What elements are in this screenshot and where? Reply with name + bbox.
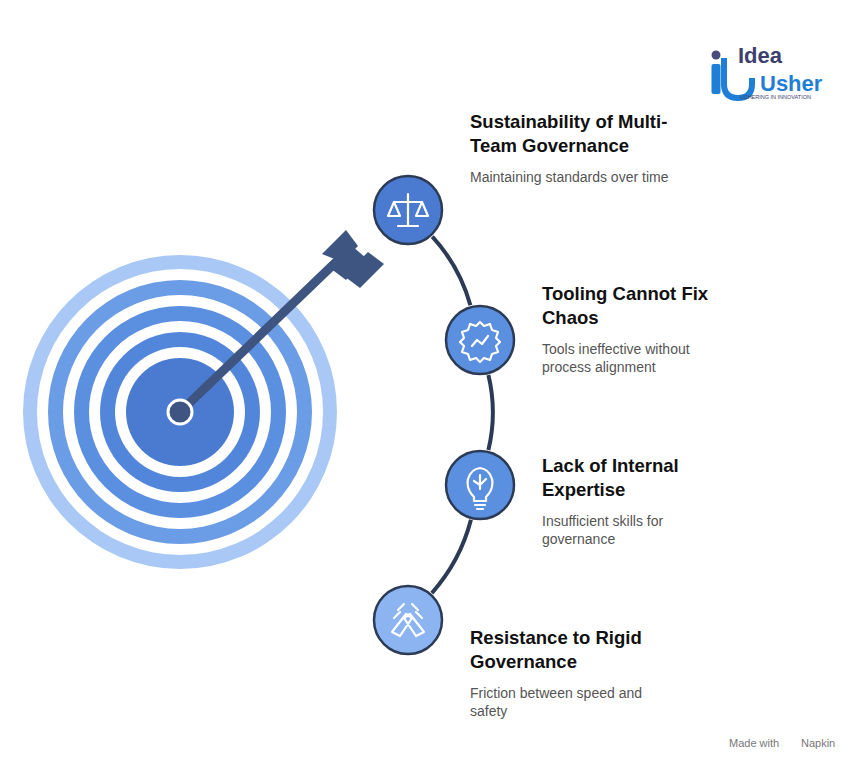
node-description: Insufficient skills for governance <box>542 512 707 548</box>
arc-connector <box>488 375 492 450</box>
icon-circle <box>372 174 444 246</box>
problem-node: Tooling Cannot Fix ChaosTools ineffectiv… <box>444 304 516 376</box>
arc-connector <box>432 237 470 306</box>
node-description: Friction between speed and safety <box>470 684 665 720</box>
arc-connector <box>432 520 471 593</box>
icon-circle <box>444 449 516 521</box>
problem-node: Resistance to Rigid GovernanceFriction b… <box>372 584 444 656</box>
node-heading: Lack of Internal Expertise <box>542 454 707 502</box>
node-description: Maintaining standards over time <box>470 168 685 186</box>
icon-circle <box>444 304 516 376</box>
node-heading: Tooling Cannot Fix Chaos <box>542 282 722 330</box>
node-heading: Sustainability of Multi-Team Governance <box>470 110 685 158</box>
watermark: Napkin <box>801 737 835 749</box>
problem-node: Lack of Internal ExpertiseInsufficient s… <box>444 449 516 521</box>
watermark: Made with <box>729 737 779 749</box>
logo-tagline: USHERING IN INNOVATION <box>740 94 811 100</box>
logo-word: Idea <box>738 44 782 68</box>
node-heading: Resistance to Rigid Governance <box>470 626 665 674</box>
node-description: Tools ineffective without process alignm… <box>542 340 722 376</box>
logo-word: Usher <box>760 72 822 96</box>
icon-circle <box>372 584 444 656</box>
problem-node: Sustainability of Multi-Team GovernanceM… <box>372 174 444 246</box>
